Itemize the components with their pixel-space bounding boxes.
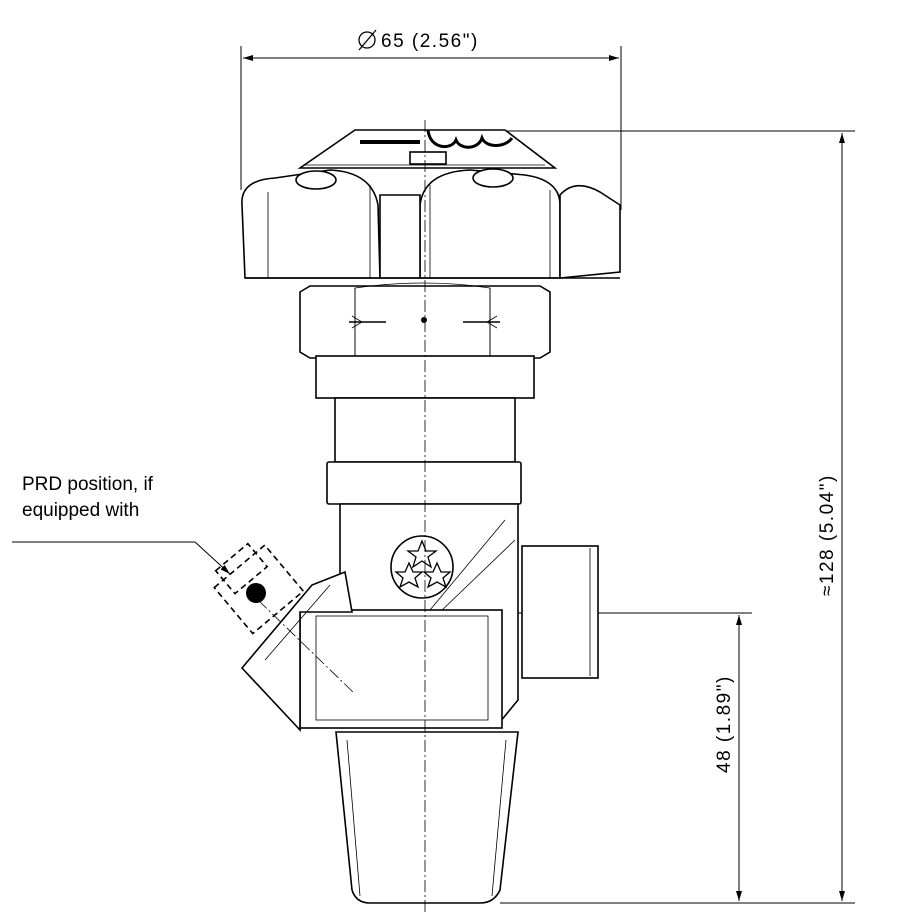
outlet-height-label: 48 (1.89") <box>714 675 735 773</box>
handwheel <box>241 129 621 279</box>
side-outlet <box>521 545 599 679</box>
total-height-dimension: ≈128 (5.04") <box>435 130 855 904</box>
diameter-dimension: 65 (2.56") <box>240 29 622 210</box>
inlet-block <box>299 609 503 729</box>
tapered-spigot <box>335 731 519 904</box>
valve-band <box>326 461 522 505</box>
stars-stamp-icon <box>390 535 454 599</box>
prd-boss <box>240 570 353 733</box>
prd-cap <box>213 542 356 695</box>
prd-marker <box>246 583 266 603</box>
outlet-height-dimension: 48 (1.89") <box>500 612 752 901</box>
prd-leader <box>12 541 231 575</box>
diameter-symbol-icon <box>358 29 377 51</box>
prd-note-line1: PRD position, if <box>22 474 153 495</box>
diameter-label: 65 (2.56") <box>381 31 479 52</box>
total-height-label: ≈128 (5.04") <box>817 474 838 596</box>
prd-note-line2: equipped with <box>22 500 140 521</box>
